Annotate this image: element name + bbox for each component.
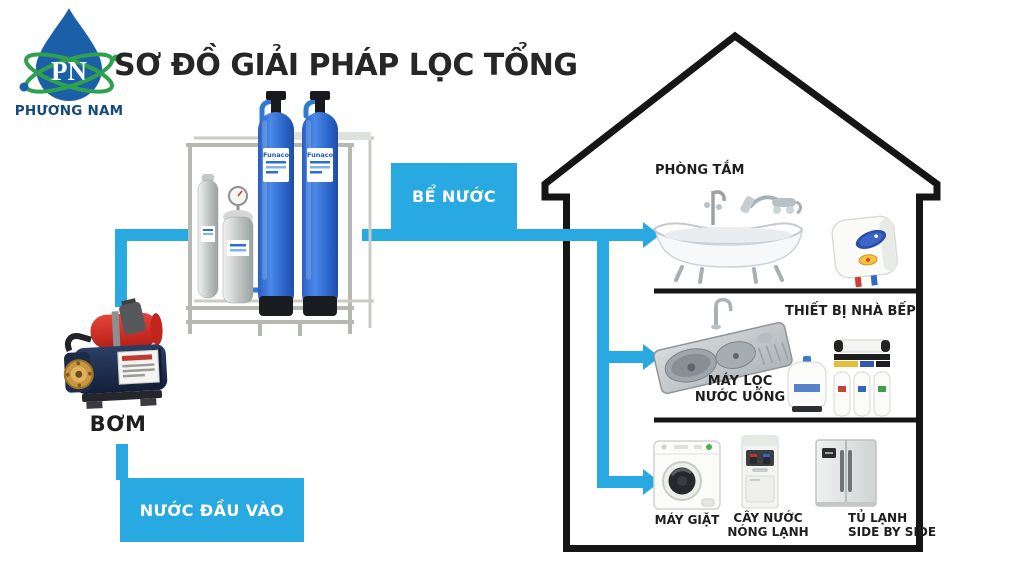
page-title: SƠ ĐỒ GIẢI PHÁP LỌC TỔNG	[114, 48, 578, 83]
stainless-column	[197, 174, 219, 299]
dispenser-line1: CÂY NƯỚC	[733, 511, 803, 525]
orbit-dot-green	[112, 54, 120, 62]
filter-housing	[222, 186, 254, 304]
dispenser-label: CÂY NƯỚC NÓNG LẠNH	[726, 511, 810, 540]
pump-label: BƠM	[89, 412, 147, 436]
svg-text:Funaco: Funaco	[263, 151, 290, 159]
shower-fixture	[740, 195, 803, 215]
washing-machine-image	[653, 440, 721, 510]
filtration-system-image: Funaco Funaco	[186, 91, 374, 336]
drinking-filter-line2: NƯỚC UỐNG	[694, 389, 786, 405]
pipe-distributor-vertical	[597, 229, 609, 488]
pipe-pump-feed	[116, 444, 128, 480]
ro-filter-image	[787, 339, 891, 417]
kitchen-label: THIẾT BỊ NHÀ BẾP	[785, 304, 916, 319]
water-dispenser-image	[741, 435, 779, 509]
washer-label: MÁY GIẶT	[654, 513, 720, 527]
water-heater-image	[831, 215, 898, 288]
pipe-branch-laundry	[609, 476, 643, 488]
fridge-line1: TỦ LẠNH	[848, 511, 908, 525]
drinking-filter-label: MÁY LỌC NƯỚC UỐNG	[693, 374, 787, 405]
water-drop-logo-icon: PN	[19, 8, 120, 101]
brand-name: PHƯƠNG NAM	[14, 103, 124, 119]
bathtub-image	[652, 190, 804, 284]
water-tank-label-box: BỂ NƯỚC	[391, 163, 517, 230]
pipe-branch-kitchen	[609, 351, 643, 363]
blue-tank-right: Funaco	[302, 91, 338, 316]
pump-image	[63, 298, 168, 409]
blue-tank-left: Funaco	[258, 91, 294, 316]
hot-pipe	[854, 276, 862, 288]
logo-initials: PN	[51, 56, 87, 86]
dispenser-line2: NÓNG LẠNH	[727, 525, 809, 540]
cold-pipe	[870, 275, 878, 286]
pipe-inlet-vertical	[115, 229, 127, 307]
svg-text:Funaco: Funaco	[307, 151, 334, 159]
refrigerator-image	[815, 439, 877, 507]
pipe-inlet-horizontal	[115, 229, 190, 241]
pipe-main-horizontal	[362, 229, 643, 241]
drinking-filter-line1: MÁY LỌC	[707, 374, 773, 389]
orbit-dot-blue	[19, 82, 29, 92]
kitchen-sink-image	[653, 298, 793, 395]
input-water-label-box: NƯỚC ĐẦU VÀO	[120, 478, 304, 542]
bathroom-label: PHÒNG TẮM	[655, 163, 745, 178]
fridge-line2: SIDE BY SIDE	[848, 525, 937, 540]
fridge-label: TỦ LẠNH SIDE BY SIDE	[848, 511, 936, 540]
